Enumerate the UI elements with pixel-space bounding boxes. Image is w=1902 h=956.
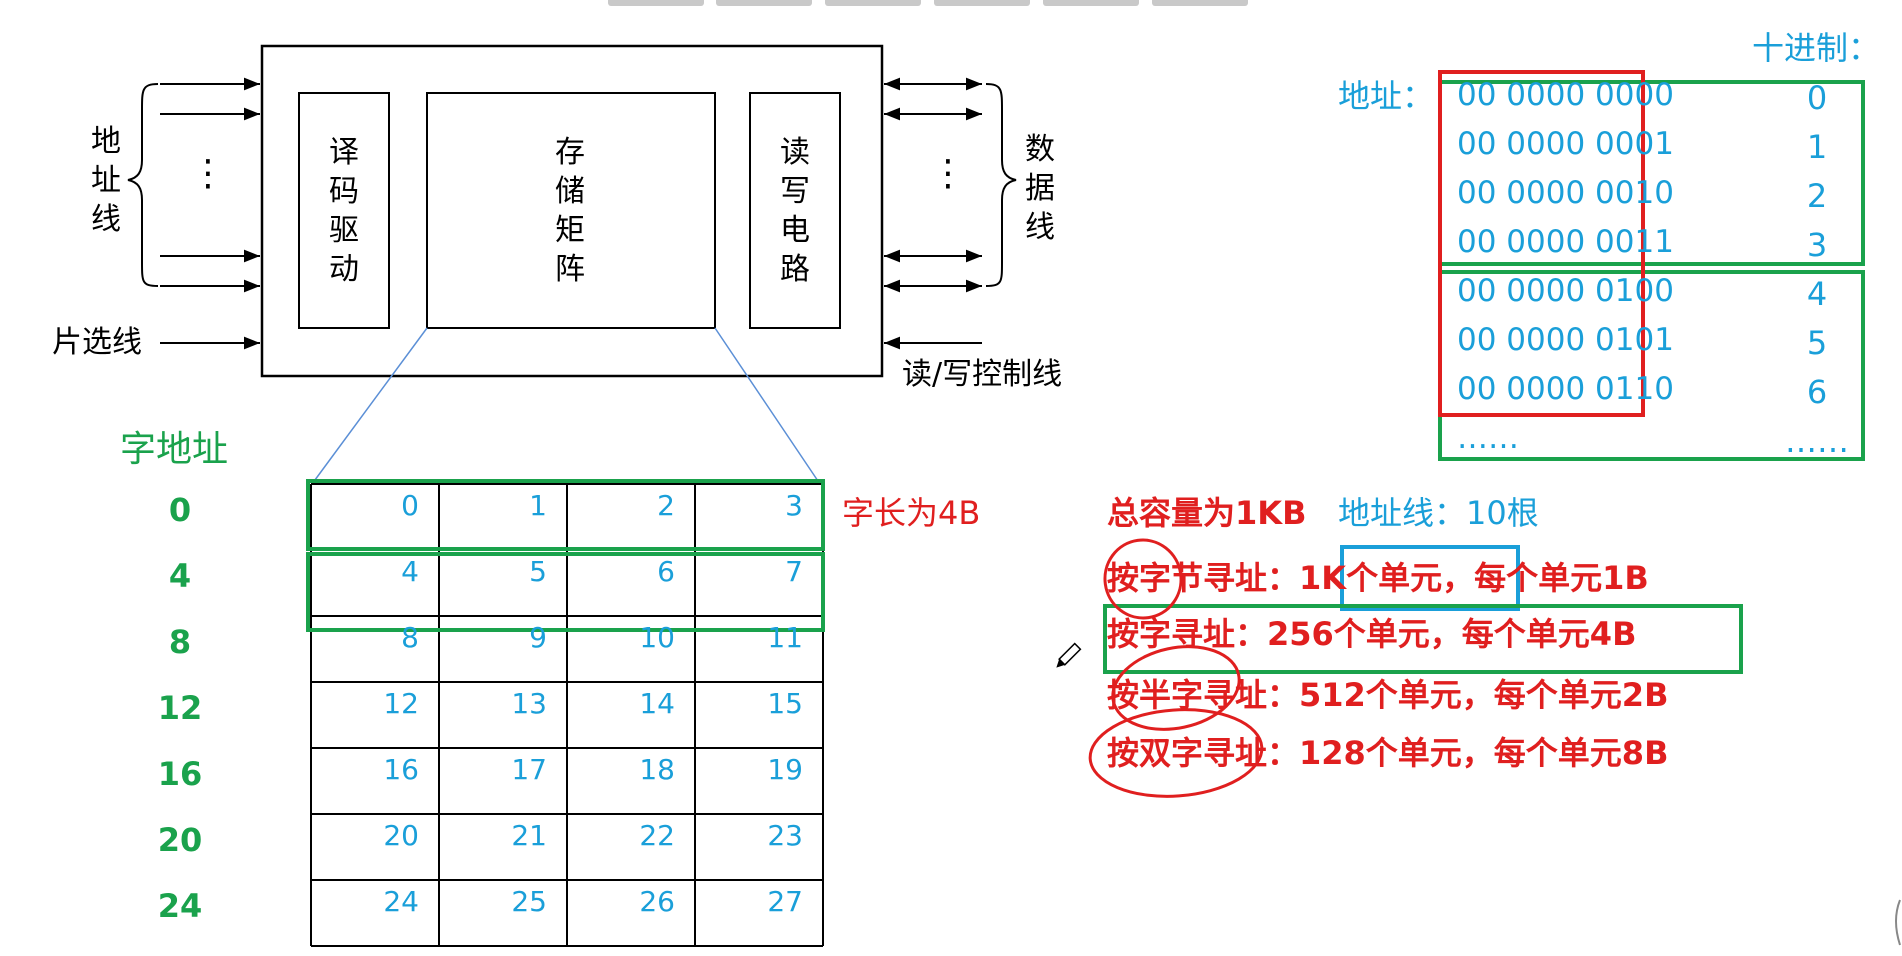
capacity-note: 总容量为1KB (1107, 494, 1307, 532)
word-address-value: 4 (168, 557, 192, 595)
byte-address-cell: 19 (767, 753, 803, 786)
byte-address-cell: 24 (383, 885, 419, 918)
edge-fragment (1895, 899, 1901, 946)
decoder-box (298, 92, 390, 329)
byte-address-cell: 8 (401, 621, 419, 654)
decimal-address: 2 (1806, 177, 1828, 215)
chip-outline (260, 44, 884, 378)
rw-circuit-label: 读 写 电 路 (780, 135, 810, 287)
top-tab-strip (608, 0, 704, 6)
byte-address-cell: 9 (529, 621, 547, 654)
byte-address-cell: 18 (639, 753, 675, 786)
zoom-line-right (714, 327, 821, 485)
binary-address: 00 0000 0100 (1457, 273, 1674, 309)
rw-control-label: 读/写控制线 (902, 357, 1063, 392)
top-tab-strip (1152, 0, 1248, 6)
data-brace (985, 83, 1017, 287)
binary-address: …… (1457, 420, 1519, 456)
half-word-circle (1111, 645, 1241, 731)
byte-address-cell: 26 (639, 885, 675, 918)
byte-addressing-suffix: ，每个单元1B (1442, 559, 1649, 597)
byte-address-cell: 20 (383, 819, 419, 852)
byte-address-cell: 2 (657, 489, 675, 522)
chip-select-label: 片选线 (52, 325, 142, 360)
zoom-line-left (311, 327, 428, 485)
byte-address-cell: 4 (401, 555, 419, 588)
decimal-address: 1 (1806, 128, 1828, 166)
byte-address-cell: 15 (767, 687, 803, 720)
top-tab-strip (1043, 0, 1139, 6)
word-addressing-box (1103, 604, 1743, 674)
decimal-address: …… (1785, 422, 1849, 460)
byte-addressing-prefix: 按字节寻址： (1107, 559, 1300, 597)
address-line-label: 地 址 线 (91, 124, 121, 237)
storage-matrix-box (426, 92, 716, 329)
decimal-header: 十进制： (1752, 29, 1881, 67)
top-tab-strip (934, 0, 1030, 6)
binary-address: 00 0000 0101 (1457, 322, 1674, 358)
byte-address-cell: 0 (401, 489, 419, 522)
pen-cursor-icon (1056, 642, 1082, 668)
word-address-value: 24 (157, 887, 203, 925)
byte-address-cell: 16 (383, 753, 419, 786)
byte-address-cell: 3 (785, 489, 803, 522)
word-highlight-0 (306, 479, 825, 551)
byte-address-cell: 5 (529, 555, 547, 588)
storage-matrix-label: 存 储 矩 阵 (555, 135, 585, 287)
byte-addressing-units: 1K个单元 (1299, 559, 1443, 597)
byte-circle (1103, 538, 1183, 620)
word-address-header: 字地址 (120, 429, 229, 470)
double-word-addressing-note: 按双字寻址：128个单元，每个单元8B (1107, 734, 1669, 772)
word-address-value: 0 (168, 491, 192, 529)
word-address-value: 16 (157, 755, 203, 793)
byte-address-cell: 21 (511, 819, 547, 852)
word-length-note: 字长为4B (842, 494, 981, 532)
byte-address-cell: 12 (383, 687, 419, 720)
byte-address-cell: 7 (785, 555, 803, 588)
decimal-address: 4 (1806, 275, 1828, 313)
high-bits-box (1438, 70, 1645, 417)
decimal-address: 0 (1806, 79, 1828, 117)
word-address-value: 8 (168, 623, 192, 661)
byte-address-cell: 14 (639, 687, 675, 720)
byte-address-cell: 17 (511, 753, 547, 786)
binary-address: 00 0000 0000 (1457, 77, 1674, 113)
address-ellipsis: ⋮ (190, 153, 226, 194)
byte-address-cell: 6 (657, 555, 675, 588)
byte-address-cell: 22 (639, 819, 675, 852)
half-word-addressing-note: 按半字寻址：512个单元，每个单元2B (1107, 676, 1669, 714)
decimal-address: 5 (1806, 324, 1828, 362)
byte-address-cell: 23 (767, 819, 803, 852)
top-tab-strip (825, 0, 921, 6)
byte-address-cell: 11 (767, 621, 803, 654)
word-address-value: 12 (157, 689, 203, 727)
binary-address: 00 0000 0001 (1457, 126, 1674, 162)
word-address-value: 20 (157, 821, 203, 859)
address-brace (127, 83, 159, 287)
decoder-label: 译 码 驱 动 (329, 135, 359, 287)
decimal-address: 3 (1806, 226, 1828, 264)
word-addressing-note: 按字寻址：256个单元，每个单元4B (1107, 615, 1637, 653)
byte-address-cell: 1 (529, 489, 547, 522)
byte-address-cell: 13 (511, 687, 547, 720)
top-tab-strip (716, 0, 812, 6)
data-line-label: 数 据 线 (1025, 132, 1055, 245)
rw-circuit-box (749, 92, 841, 329)
binary-address: 00 0000 0010 (1457, 175, 1674, 211)
address-lines-note: 地址线：10根 (1338, 494, 1539, 532)
word-highlight-4 (306, 552, 825, 632)
binary-address: 00 0000 0110 (1457, 371, 1674, 407)
address-label: 地址： (1338, 77, 1435, 115)
decimal-address: 6 (1806, 373, 1828, 411)
binary-address: 00 0000 0011 (1457, 224, 1674, 260)
byte-address-cell: 10 (639, 621, 675, 654)
data-ellipsis: ⋮ (930, 153, 966, 194)
byte-address-cell: 25 (511, 885, 547, 918)
byte-addressing-note: 按字节寻址：1K个单元，每个单元1B (1107, 562, 1649, 594)
byte-units-box (1340, 545, 1520, 611)
double-word-circle (1088, 708, 1264, 798)
byte-address-cell: 27 (767, 885, 803, 918)
